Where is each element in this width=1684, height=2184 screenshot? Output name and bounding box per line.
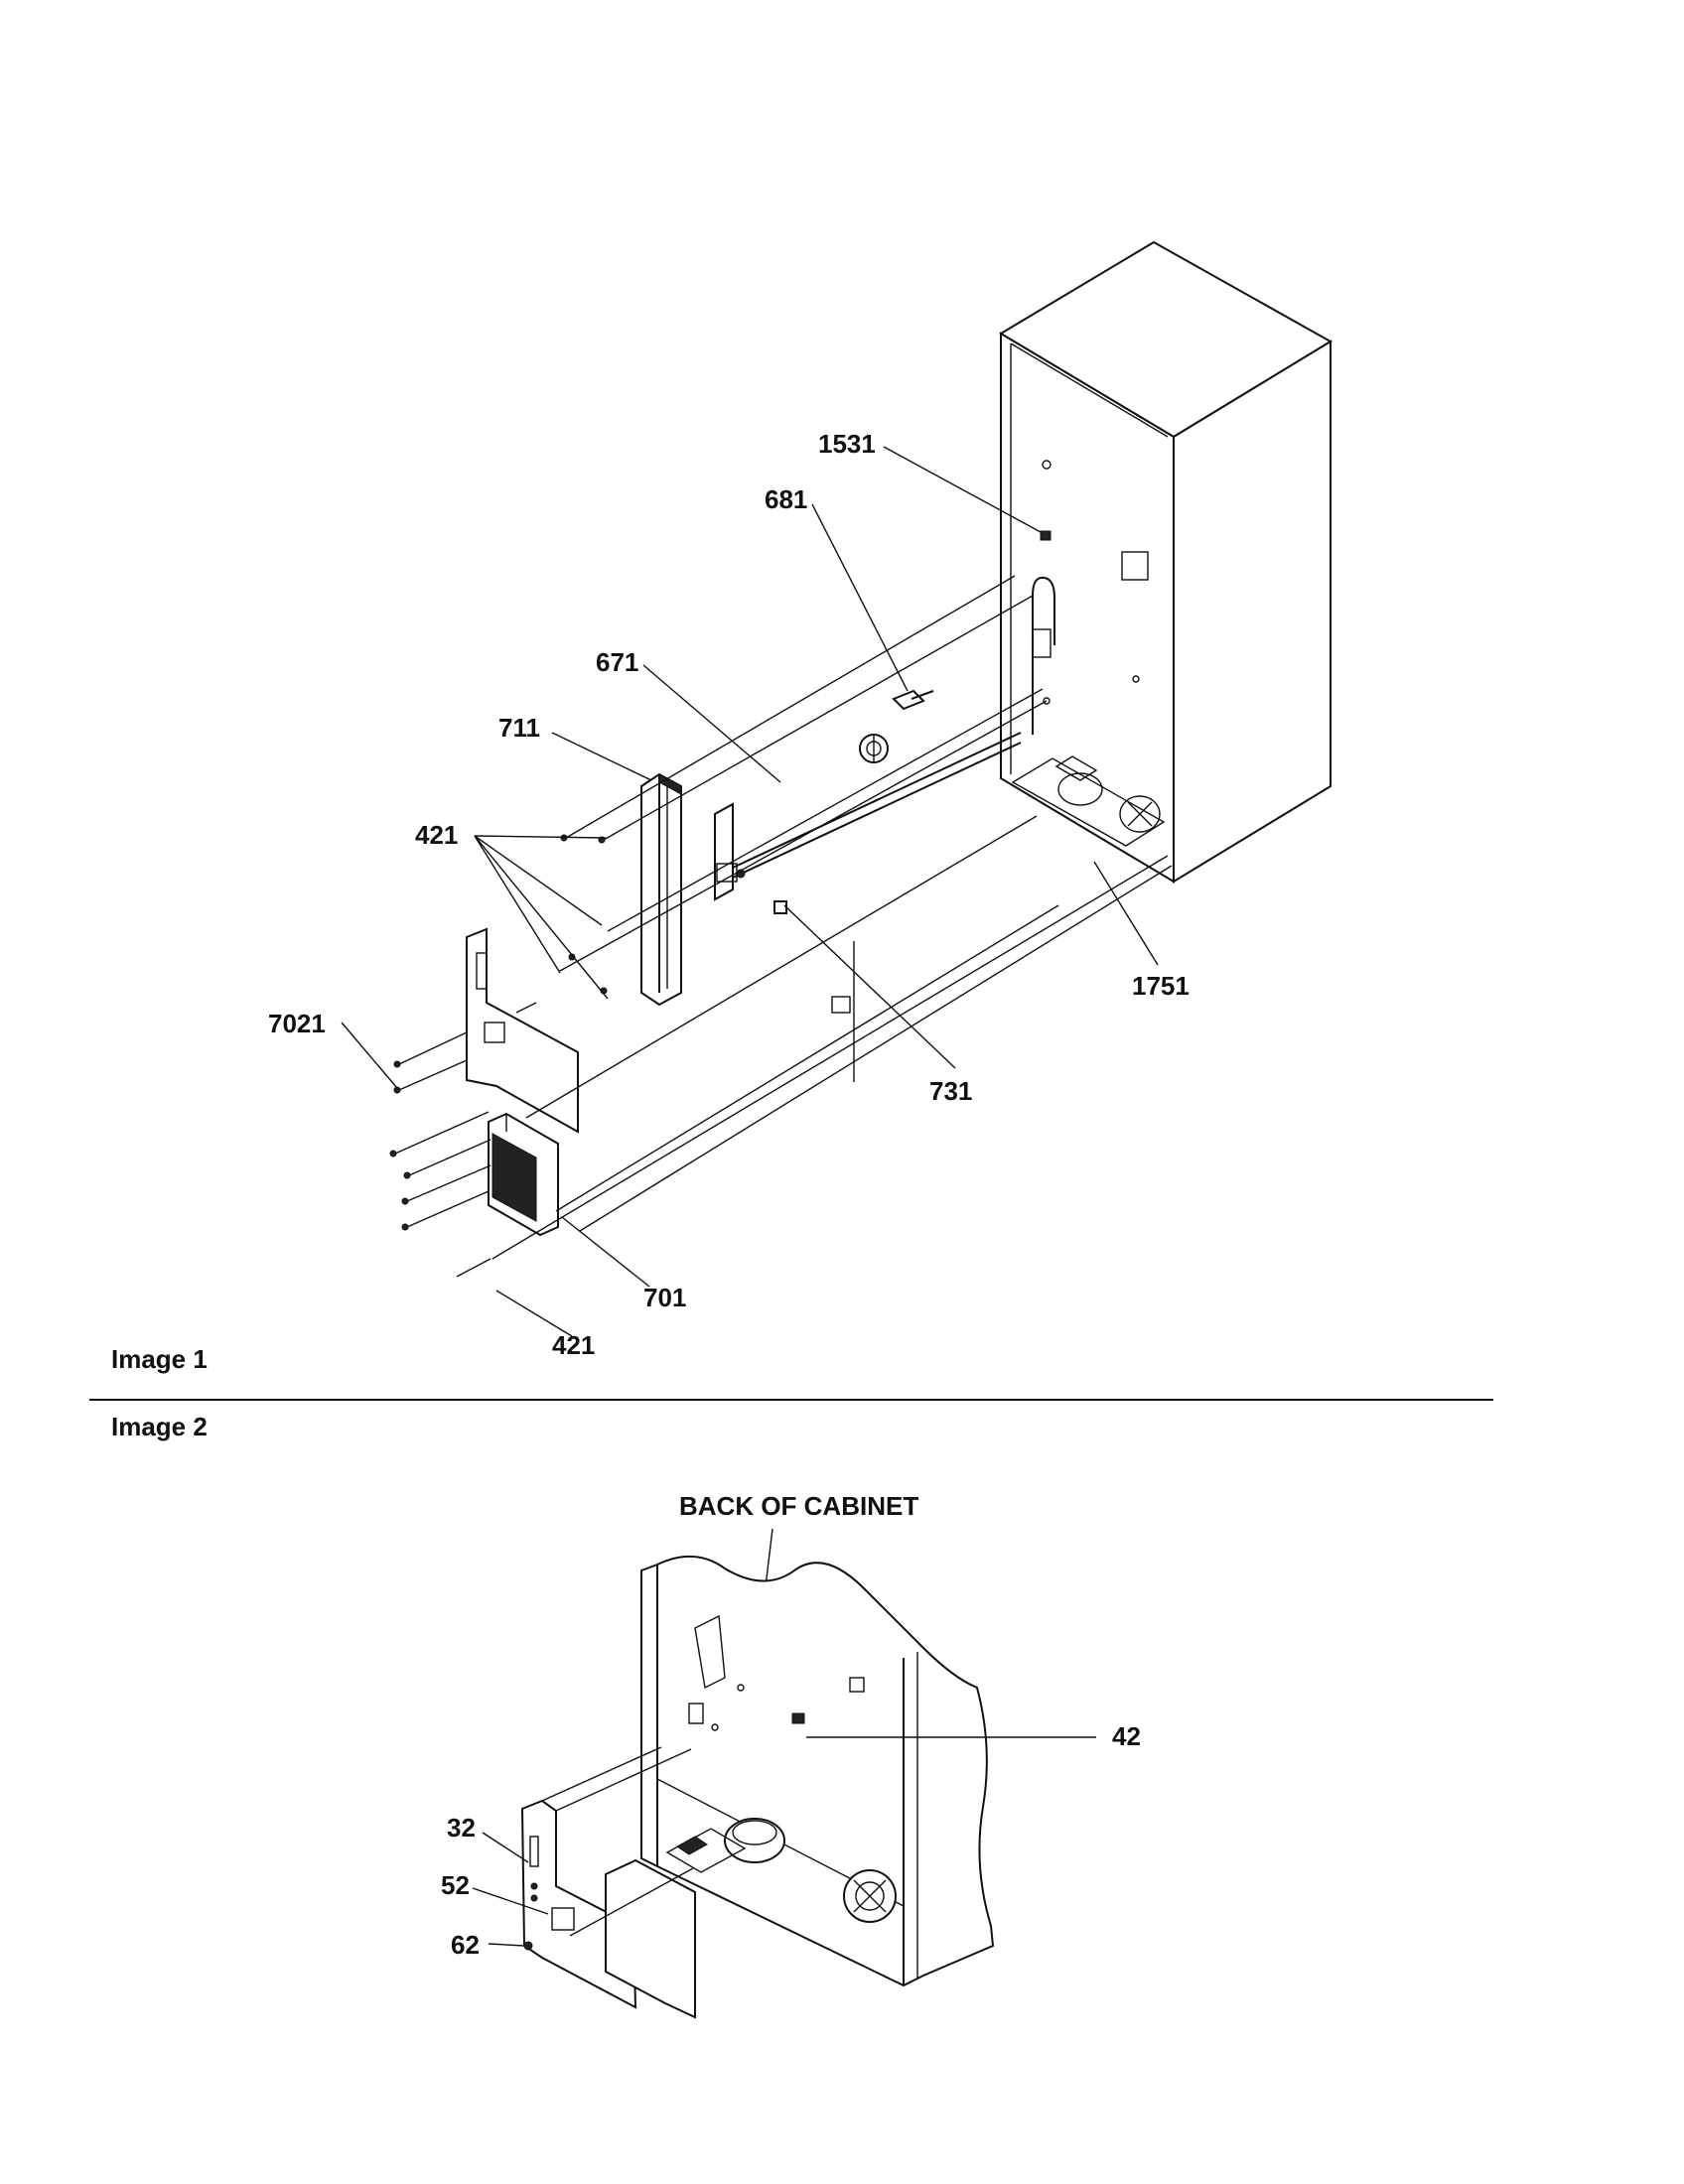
clip-731 <box>773 900 787 914</box>
callout-701: 701 <box>643 1283 686 1312</box>
callout-681: 681 <box>765 484 807 514</box>
callout-52: 52 <box>441 1870 470 1900</box>
bracket-tab <box>831 996 851 1014</box>
cabinet-back <box>640 1555 995 1987</box>
callout-42: 42 <box>1112 1721 1141 1751</box>
refrigerator-cabinet <box>999 240 1333 884</box>
callout-32: 32 <box>447 1813 476 1843</box>
callout-421-top: 421 <box>415 820 458 850</box>
callout-1751: 1751 <box>1132 971 1190 1001</box>
screw-681 <box>859 689 934 763</box>
bracket-32 <box>520 1799 696 2019</box>
callout-leaders <box>341 446 1159 1337</box>
screw-62 <box>523 1941 533 1951</box>
callout-62: 62 <box>451 1930 480 1960</box>
callout-7021: 7021 <box>268 1009 326 1038</box>
drain-tube-671 <box>714 732 1022 901</box>
cover-panel-711 <box>640 772 682 1007</box>
image2-caption: Image 2 <box>111 1412 208 1441</box>
image1-drawing: 1531 681 671 711 421 7021 1751 731 701 4… <box>268 240 1333 1360</box>
back-of-cabinet-label: BACK OF CABINET <box>679 1491 918 1521</box>
callout-421-bottom: 421 <box>552 1330 595 1360</box>
callout-731: 731 <box>929 1076 972 1106</box>
image2-drawing: BACK OF CABINET <box>441 1491 1141 2019</box>
callout-671: 671 <box>596 647 638 677</box>
grille-701 <box>488 1112 559 1237</box>
assembly-lines <box>394 575 1173 1278</box>
callout-1531: 1531 <box>818 429 876 459</box>
callout-711: 711 <box>498 713 540 743</box>
image1-caption: Image 1 <box>111 1344 208 1374</box>
bracket-7021 <box>466 927 579 1134</box>
